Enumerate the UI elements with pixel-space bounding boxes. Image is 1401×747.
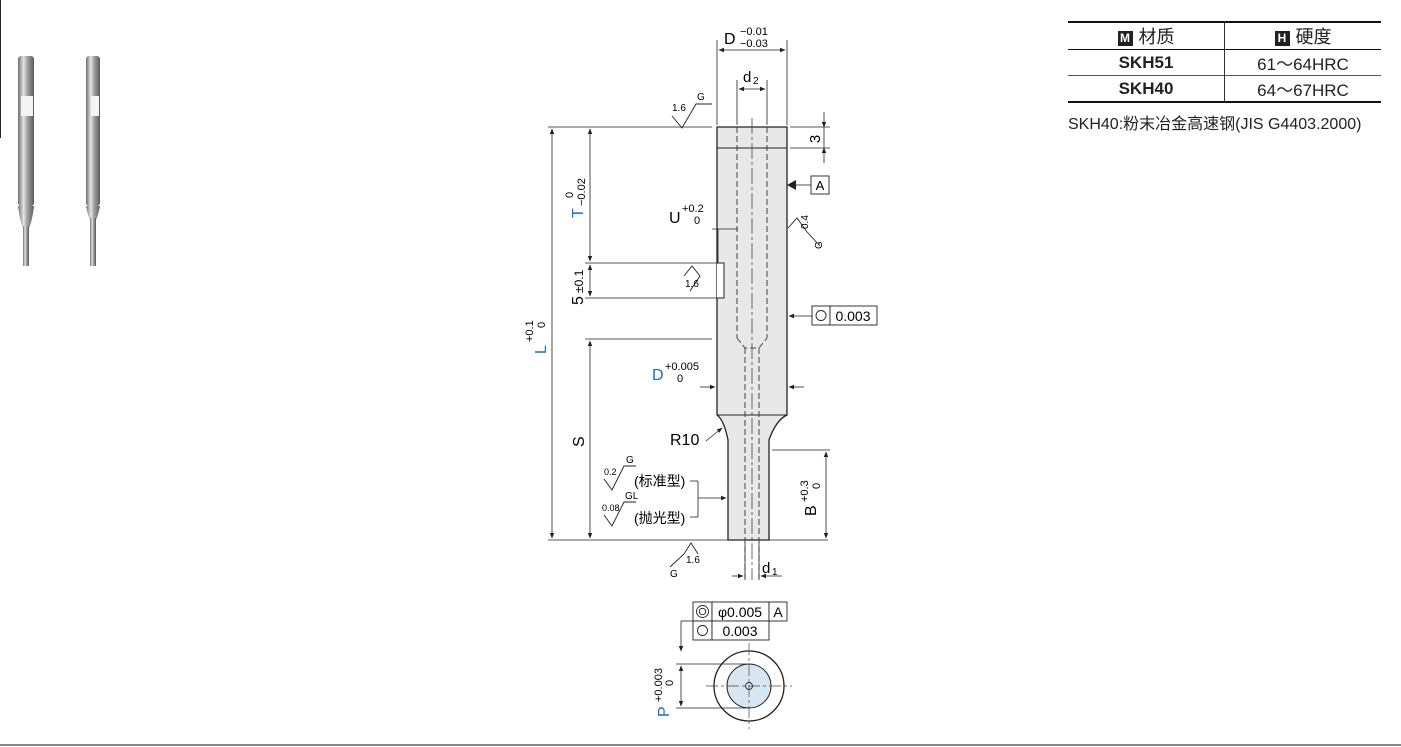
material-cell: SKH51 [1118,52,1174,72]
svg-text:0.08: 0.08 [602,503,620,513]
dim-d2-sub: 2 [753,76,759,87]
circularity-callout: 0.003 [788,305,878,326]
circularity-icon [815,310,827,321]
roughness-groove: 1.6 [683,265,701,292]
concentricity-icon [696,605,709,618]
hardness-cell: 61～64HRC [1224,49,1381,76]
svg-text:GL: GL [625,491,639,502]
dim-D-top-tol-upper: −0.01 [740,26,768,38]
feature-control-frame: φ0.005 A 0.003 [678,601,788,652]
dim-T-tol-upper: 0 [564,192,576,198]
hardness-cell: 64～67HRC [1224,75,1381,102]
dim-S-label: S [571,436,588,447]
dim-L-label: L [533,345,550,354]
material-badge-icon: M [1117,31,1133,46]
dim-d1-sub: 1 [772,567,778,578]
technical-drawing: D −0.01 −0.03 d 2 1.6 G 3 A 0.4 G [524,26,878,729]
dim-P-label: P [656,706,673,717]
svg-text:G: G [626,455,634,466]
dim-S: S [571,338,712,539]
dim-B-tol-upper: +0.3 [799,480,811,502]
dim-L-tol-upper: +0.1 [524,320,536,342]
svg-text:1.6: 1.6 [686,555,700,566]
dim-D-top: D −0.01 −0.03 [716,26,788,125]
hardness-badge-icon: H [1274,31,1290,46]
svg-text:0.4: 0.4 [800,215,811,229]
roughness-bottom: G 1.6 [669,542,700,580]
punch-pin-photo [18,56,100,266]
table-row: SKH40 64～67HRC [1068,75,1381,102]
dim-d1-label: d [762,560,770,577]
dim-3: 3 [790,112,830,163]
dim-d1: d 1 [732,542,782,580]
dim-d2: d 2 [736,69,768,125]
dim-U-label: U [669,210,681,227]
groove-notch [717,262,725,299]
circularity-icon-2 [697,625,708,636]
dim-L-tol-lower: 0 [536,322,548,328]
roughness-top: 1.6 G [671,92,712,129]
dim-B-label: B [803,505,820,516]
dim-T-label: T [570,208,587,218]
datum-A: A [787,175,830,195]
dim-5-label: 5 [570,296,587,305]
circularity-value: 0.003 [835,308,870,324]
radius-R10: R10 [670,427,723,449]
dim-L: L +0.1 0 [524,128,555,539]
dim-3-label: 3 [807,135,824,143]
svg-text:1.6: 1.6 [672,103,686,114]
dim-P-tol-lower: 0 [664,680,676,686]
dim-D-mid-tol-lower: 0 [677,373,683,385]
fcf-datum: A [773,604,783,620]
punch-pin-left [18,56,34,266]
punch-pin-right [86,56,100,266]
dim-P: P +0.003 0 [653,663,746,717]
dim-D-mid-label: D [652,367,664,384]
dim-T-tol-lower: −0.02 [576,178,588,206]
dim-U-tol-upper: +0.2 [682,203,704,215]
datum-A-label: A [816,178,825,193]
dim-d2-label: d [743,69,751,86]
svg-text:0.2: 0.2 [604,467,617,477]
fcf-circularity-value: 0.003 [722,623,757,639]
frame-bottom-border [0,744,1401,746]
dim-B-tol-lower: 0 [811,483,823,489]
type-polished-label: (抛光型) [634,510,685,526]
svg-text:G: G [697,92,705,103]
dim-D-mid: D +0.005 0 [652,361,804,390]
dim-P-tol-upper: +0.003 [653,668,665,702]
dim-B: B +0.3 0 [772,449,830,539]
roughness-type-callout: 0.2 G 0.08 GL (标准型) (抛光型) [602,455,727,527]
radius-R10-label: R10 [670,432,699,449]
end-view [706,643,792,729]
dim-5-tol: ±0.1 [572,269,586,293]
dim-5: 5 ±0.1 [570,264,717,305]
material-cell: SKH40 [1118,78,1174,98]
dim-T: T 0 −0.02 [564,128,717,264]
table-row: SKH51 61～64HRC [1068,49,1381,76]
dim-D-top-label: D [724,31,736,48]
svg-text:G: G [814,241,825,249]
frame-left-border [0,0,1,138]
dim-D-top-tol-lower: −0.03 [740,38,768,50]
type-standard-label: (标准型) [634,473,685,489]
fcf-concentricity-value: φ0.005 [718,604,762,620]
dim-D-mid-tol-upper: +0.005 [665,361,699,373]
roughness-side: 0.4 G [787,215,825,249]
svg-text:G: G [670,569,678,580]
material-note: SKH40:粉末冶金高速钢(JIS G4403.2000) [1068,116,1362,133]
dim-U: U +0.2 0 [669,203,738,263]
svg-text:1.6: 1.6 [685,279,699,290]
dim-U-tol-lower: 0 [694,215,700,227]
